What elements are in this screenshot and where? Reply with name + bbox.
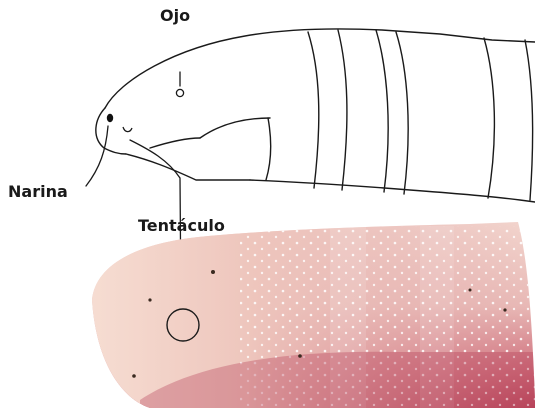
tentacle-opening-icon [123, 127, 132, 132]
nostril-label: Narina [8, 184, 68, 200]
specimen-photo [90, 220, 535, 415]
nostril-icon [107, 114, 113, 122]
eye-label: Ojo [160, 8, 190, 24]
eye-icon [176, 89, 183, 96]
nostril-leader-line [86, 126, 108, 186]
tentacle-label: Tentáculo [138, 218, 225, 234]
head-outline [96, 29, 535, 202]
